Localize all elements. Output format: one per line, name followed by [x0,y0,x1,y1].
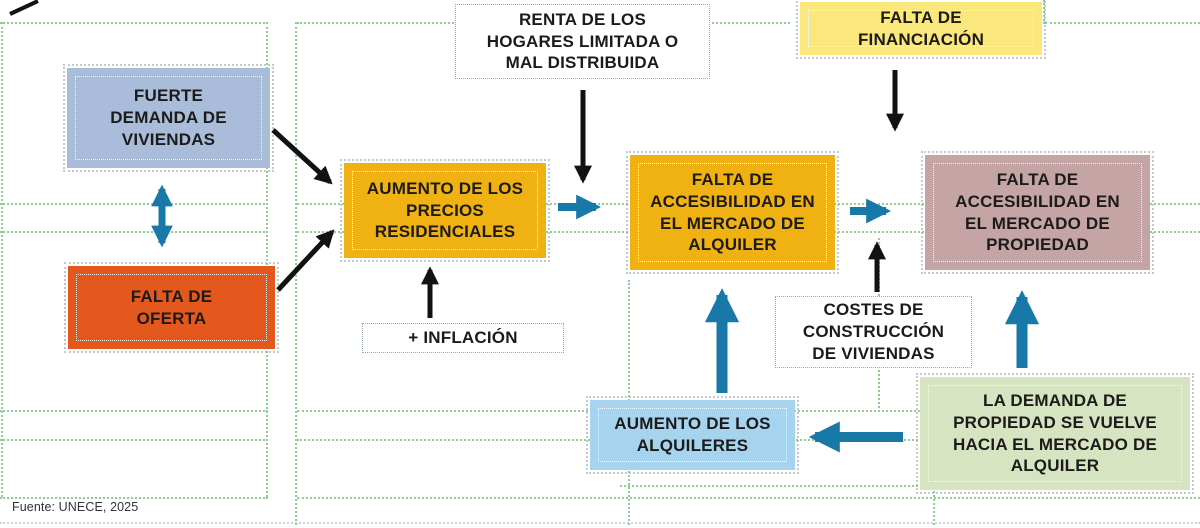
grid-line [1045,22,1200,24]
grid-line [0,439,268,441]
corner-stray-mark [9,0,39,16]
grid-line [295,22,297,525]
node-falta-accesibilidad-propiedad: FALTA DE ACCESIBILIDAD EN EL MERCADO DE … [921,151,1154,274]
grid-line [297,497,1200,499]
node-falta-de-oferta: FALTA DE OFERTA [64,262,279,353]
source-note: Fuente: UNECE, 2025 [12,500,139,514]
node-aumento-precios-residenciales: AUMENTO DE LOS PRECIOS RESIDENCIALES [340,159,550,262]
grid-line [0,497,268,499]
node-falta-accesibilidad-alquiler: FALTA DE ACCESIBILIDAD EN EL MERCADO DE … [626,151,839,274]
grid-line [0,203,268,205]
node-label: + INFLACIÓN [408,328,518,348]
node-fuerte-demanda-viviendas: FUERTE DEMANDA DE VIVIENDAS [63,64,274,172]
node-label: FUERTE DEMANDA DE VIVIENDAS [110,86,227,149]
node-label: FALTA DE OFERTA [130,286,213,328]
grid-line [266,22,268,497]
node-label: COSTES DE CONSTRUCCIÓN DE VIVIENDAS [802,300,945,363]
node-label: FALTA DE ACCESIBILIDAD EN EL MERCADO DE … [955,170,1120,255]
grid-line [0,410,268,412]
node-label: AUMENTO DE LOS ALQUILERES [614,414,771,455]
grid-line [0,231,268,233]
node-label: AUMENTO DE LOS PRECIOS RESIDENCIALES [366,178,524,242]
node-costes-construccion: COSTES DE CONSTRUCCIÓN DE VIVIENDAS [775,296,972,368]
node-label: FALTA DE ACCESIBILIDAD EN EL MERCADO DE … [650,170,815,255]
node-inflacion: + INFLACIÓN [362,323,564,353]
node-falta-financiacion: FALTA DE FINANCIACIÓN [796,0,1046,59]
grid-line [0,22,268,24]
node-label: LA DEMANDA DE PROPIEDAD SE VUELVE HACIA … [952,391,1158,476]
node-renta-hogares: RENTA DE LOS HOGARES LIMITADA O MAL DIST… [455,4,710,79]
grid-line [1043,0,1045,24]
grid-line [0,522,1200,524]
node-aumento-alquileres: AUMENTO DE LOS ALQUILERES [586,396,799,474]
node-demanda-propiedad-alquiler: LA DEMANDA DE PROPIEDAD SE VUELVE HACIA … [916,373,1194,494]
arrow-demanda-to-precios [271,128,333,185]
grid-line [1,22,3,497]
node-label: FALTA DE FINANCIACIÓN [857,7,985,49]
grid-line [620,485,990,487]
node-label: RENTA DE LOS HOGARES LIMITADA O MAL DIST… [486,9,679,73]
arrow-oferta-to-precios [276,229,335,292]
